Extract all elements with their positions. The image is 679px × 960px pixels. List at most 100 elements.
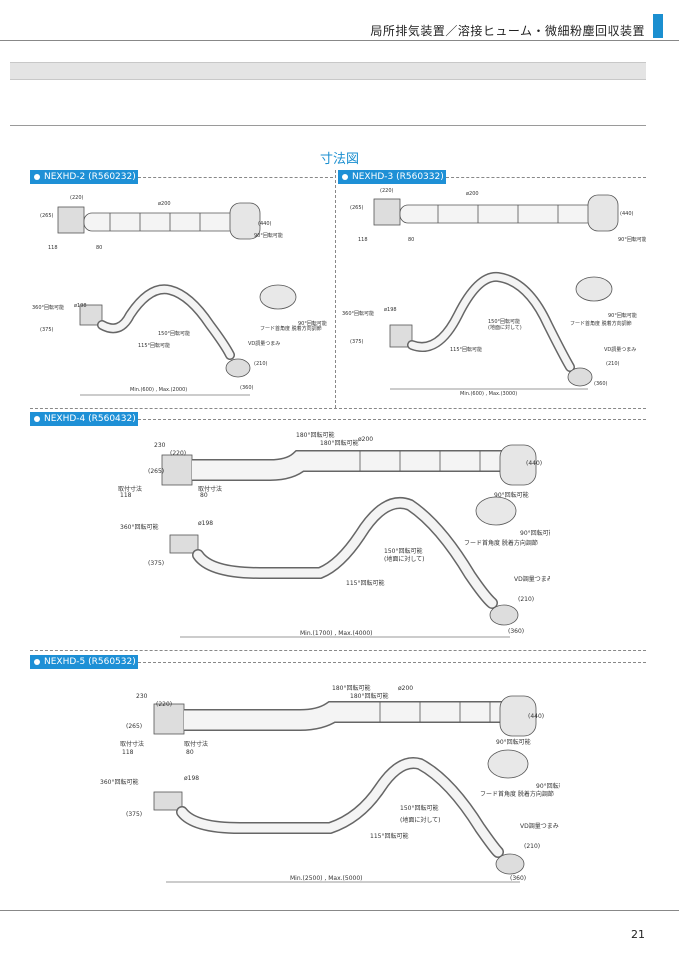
dashed-separator [335,170,336,408]
svg-text:(265): (265) [126,723,142,730]
dashed-separator [30,408,646,409]
svg-text:115°回転可能: 115°回転可能 [450,346,482,353]
page-number: 21 [631,928,645,941]
svg-text:80: 80 [96,245,102,251]
svg-text:(360): (360) [594,381,607,387]
svg-text:(210): (210) [606,361,619,367]
svg-text:360°回転可能: 360°回転可能 [342,310,374,317]
svg-text:Min.(1700) , Max.(4000): Min.(1700) , Max.(4000) [300,630,373,637]
svg-text:(220): (220) [170,450,186,457]
header-accent-bar [653,14,663,38]
svg-text:150°回転可能: 150°回転可能 [488,318,520,325]
svg-text:118: 118 [120,492,132,499]
svg-text:取付寸法: 取付寸法 [118,485,142,493]
svg-text:90°回転可能: 90°回転可能 [618,236,646,243]
svg-text:(210): (210) [518,596,534,603]
svg-text:118: 118 [48,245,58,251]
svg-text:Min.(2500) , Max.(5000): Min.(2500) , Max.(5000) [290,875,363,882]
svg-text:VD調量つまみ: VD調量つまみ [520,822,559,830]
svg-text:115°回転可能: 115°回転可能 [346,579,384,587]
drawing-nexhd-4: (265) (220) 230 180°回転可能 180°回転可能 ø200 (… [118,431,550,638]
svg-text:(360): (360) [508,628,524,635]
svg-text:230: 230 [154,442,166,449]
svg-text:Min.(600) , Max.(2000): Min.(600) , Max.(2000) [130,387,187,393]
svg-text:150°回転可能: 150°回転可能 [400,804,438,812]
svg-text:ø198: ø198 [198,520,213,527]
mount-block [373,198,401,226]
header-title: 局所排気装置／溶接ヒューム・微細粉塵回収装置 [370,24,645,38]
section-divider [10,125,646,126]
mount-block-side [389,324,413,348]
svg-text:(220): (220) [380,188,393,194]
svg-text:(375): (375) [126,811,142,818]
svg-text:180°回転可能: 180°回転可能 [350,692,388,700]
svg-text:(210): (210) [524,843,540,850]
section-title: 寸法図 [319,152,359,167]
svg-text:80: 80 [200,492,208,499]
svg-text:90°回転可能: 90°回転可能 [520,529,550,537]
svg-text:90°回転可能: 90°回転可能 [298,320,327,327]
footer-divider [0,910,679,911]
svg-text:(375): (375) [40,327,53,333]
svg-text:360°回転可能: 360°回転可能 [120,523,158,531]
svg-text:(360): (360) [510,875,526,882]
svg-text:Min.(600) , Max.(3000): Min.(600) , Max.(3000) [460,391,517,397]
hood-detail [475,496,517,526]
svg-text:360°回転可能: 360°回転可能 [32,304,64,311]
svg-text:フード首角度 脱着方向調節: フード首角度 脱着方向調節 [260,325,322,332]
svg-text:取付寸法: 取付寸法 [184,740,208,748]
svg-text:VD調量つまみ: VD調量つまみ [604,346,636,353]
drawing-nexhd-3: (265) (220) ø200 (440) 90°回転可能 118 80 36… [342,188,646,397]
arm-tube-top [399,204,601,224]
svg-text:VD調量つまみ: VD調量つまみ [248,340,280,347]
svg-text:150°回転可能: 150°回転可能 [158,330,190,337]
hood-side [225,358,251,378]
svg-text:取付寸法: 取付寸法 [198,485,222,493]
arm-tube-side [176,757,504,858]
svg-text:230: 230 [136,693,148,700]
hood-side [567,367,593,387]
svg-text:(375): (375) [148,560,164,567]
header-divider [0,40,679,41]
svg-text:90°回転可能: 90°回転可能 [608,312,637,319]
svg-text:118: 118 [358,237,368,243]
model-label-nexhd-4: NEXHD-4 (R560432) [30,412,138,426]
mount-block [57,206,85,234]
bullet-icon [34,659,40,665]
svg-text:80: 80 [186,749,194,756]
svg-text:90°回転可能: 90°回転可能 [254,232,283,239]
svg-text:(440): (440) [258,221,271,227]
svg-text:ø198: ø198 [184,775,199,782]
svg-text:(360): (360) [240,385,253,391]
svg-text:150°回転可能: 150°回転可能 [384,547,422,555]
mount-block [153,703,185,735]
bullet-icon [34,416,40,422]
svg-text:ø200: ø200 [358,436,373,443]
svg-text:180°回転可能: 180°回転可能 [320,439,358,447]
svg-text:(440): (440) [526,460,542,467]
arm-tube-top [83,212,255,232]
hood-detail [259,284,297,310]
svg-text:115°回転可能: 115°回転可能 [138,342,170,349]
svg-text:VD調量つまみ: VD調量つまみ [514,575,550,583]
svg-text:(375): (375) [350,339,363,345]
gray-band [10,62,646,80]
svg-text:ø200: ø200 [466,191,479,197]
svg-text:(220): (220) [156,701,172,708]
svg-text:フード首角度 脱着方向調節: フード首角度 脱着方向調節 [570,320,632,327]
svg-text:(地面に対して): (地面に対して) [400,816,441,824]
svg-text:ø198: ø198 [384,307,397,313]
hood-side [489,604,519,626]
svg-text:フード首角度 脱着方向調節: フード首角度 脱着方向調節 [480,790,554,798]
svg-text:90°回転可能: 90°回転可能 [496,738,531,746]
drawing-nexhd-2: (265) (220) ø200 (440) 90°回転可能 118 80 36… [32,195,327,396]
mount-block [161,454,193,486]
svg-text:(210): (210) [254,361,267,367]
hood-top [499,444,537,486]
hood-top [499,695,537,737]
svg-text:フード首角度 脱着方向調節: フード首角度 脱着方向調節 [464,539,538,547]
svg-text:(地面に対して): (地面に対して) [384,555,425,563]
hood-detail [575,276,613,302]
svg-text:118: 118 [122,749,134,756]
svg-text:(265): (265) [40,213,53,219]
